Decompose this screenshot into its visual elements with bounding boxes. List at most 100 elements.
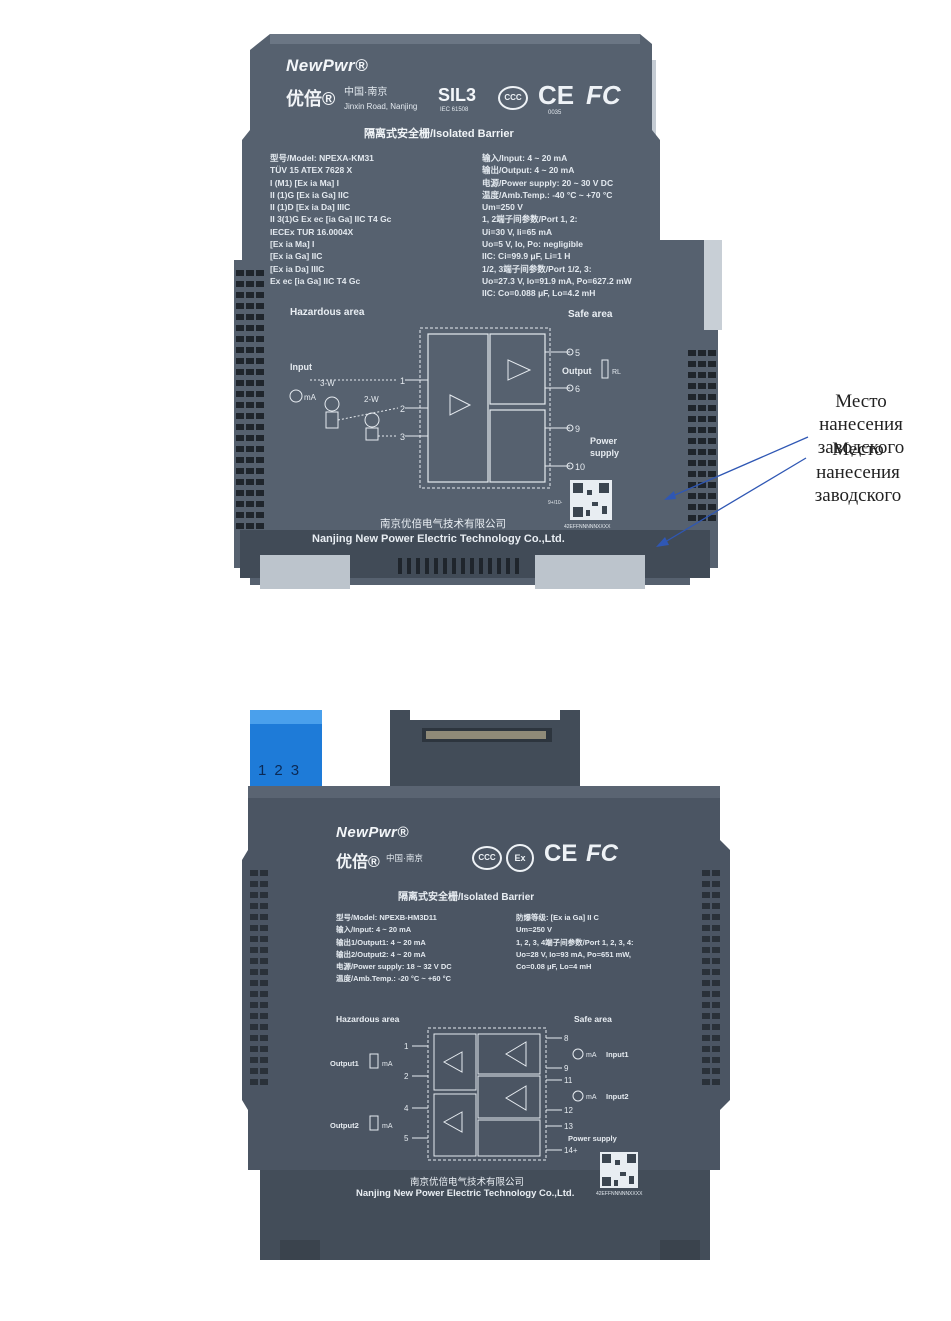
- vent-slot: [712, 1002, 720, 1008]
- vent-slot: [250, 881, 258, 887]
- annotation-arrow-1: [667, 436, 809, 499]
- bottom-spec-left-line: 输入/Input: 4 ~ 20 mA: [336, 925, 412, 935]
- bottom-spec-left-line: 电源/Power supply: 18 ~ 32 V DC: [336, 962, 452, 972]
- bottom-input2-label: Input2: [606, 1092, 629, 1101]
- vent-slot: [236, 457, 244, 463]
- vent-slot: [246, 358, 254, 364]
- vent-slot: [260, 1079, 268, 1085]
- vent-slot: [236, 325, 244, 331]
- vent-slot: [712, 1079, 720, 1085]
- vent-slot: [260, 881, 268, 887]
- bottom-spec-left-line: 输出2/Output2: 4 ~ 20 mA: [336, 949, 426, 959]
- vent-slot: [702, 892, 710, 898]
- top-ce-number: 0035: [548, 110, 562, 116]
- vent-slot: [246, 468, 254, 474]
- vent-slot: [250, 969, 258, 975]
- bottom-terminal-1: 1: [258, 762, 267, 779]
- top-vent-left: [236, 270, 264, 529]
- vent-slot: [712, 936, 720, 942]
- bottom-terminal-3: 3: [290, 762, 300, 779]
- vent-slot: [712, 1068, 720, 1074]
- vent-slot: [702, 1002, 710, 1008]
- bottom-input1-label: Input1: [606, 1050, 629, 1059]
- bottom-ma-label-2: mA: [382, 1123, 393, 1130]
- vent-slot: [246, 446, 254, 452]
- bottom-ma-label-1: mA: [382, 1061, 393, 1068]
- vent-slot: [708, 405, 716, 411]
- vent-slot: [688, 416, 696, 422]
- vent-slot: [250, 903, 258, 909]
- vent-slot: [260, 991, 268, 997]
- top-brand-logo: NewPwr®: [286, 56, 369, 75]
- bottom-spec-right-line: 防爆等级: [Ex ia Ga] II C: [516, 913, 599, 922]
- vent-slot: [260, 969, 268, 975]
- vent-slot: [712, 914, 720, 920]
- vent-slot: [236, 446, 244, 452]
- vent-slot: [712, 903, 720, 909]
- bottom-output1-label: Output1: [330, 1059, 359, 1068]
- vent-slot: [246, 325, 254, 331]
- top-spec-right-line: Uo=27.3 V, Io=91.9 mA, Po=627.2 mW: [482, 275, 632, 286]
- vent-slot: [688, 427, 696, 433]
- vent-slot: [708, 493, 716, 499]
- vent-slot: [246, 457, 254, 463]
- vent-slot: [702, 947, 710, 953]
- vent-slot: [236, 391, 244, 397]
- vent-slot: [688, 504, 696, 510]
- vent-slot: [260, 947, 268, 953]
- bottom-qr-code: [600, 1152, 638, 1188]
- vent-slot: [702, 903, 710, 909]
- vent-slot: [250, 958, 258, 964]
- vent-slot: [256, 292, 264, 298]
- vent-slot: [688, 372, 696, 378]
- vent-slot: [708, 460, 716, 466]
- vent-slot: [256, 358, 264, 364]
- vent-slot: [702, 1013, 710, 1019]
- vent-slot: [246, 391, 254, 397]
- top-spec-right-line: IIC: Ci=99.9 μF, Li=1 H: [482, 251, 571, 262]
- bottom-term-1: 1: [404, 1042, 409, 1051]
- vent-slot: [236, 380, 244, 386]
- bottom-housing-face: [242, 786, 730, 1260]
- spring-tooth: [407, 558, 411, 574]
- vent-slot: [260, 980, 268, 986]
- top-spec-left-line: II (1)D [Ex ia Da] IIIC: [270, 202, 351, 213]
- vent-slot: [698, 493, 706, 499]
- vent-slot: [236, 347, 244, 353]
- vent-slot: [236, 501, 244, 507]
- vent-slot: [256, 314, 264, 320]
- top-qr-text: 42EFFNNNNNXXXX: [564, 524, 611, 530]
- bottom-spec-left-line: 输出1/Output1: 4 ~ 20 mA: [336, 937, 426, 947]
- top-term-1: 1: [400, 376, 405, 386]
- vent-slot: [688, 515, 696, 521]
- vent-slot: [250, 991, 258, 997]
- vent-slot: [708, 350, 716, 356]
- top-location-cn: 中国·南京: [344, 87, 388, 98]
- bottom-term-14: 14+: [564, 1146, 578, 1155]
- vent-slot: [260, 936, 268, 942]
- vent-slot: [688, 350, 696, 356]
- vent-slot: [708, 471, 716, 477]
- bottom-device-housing: [242, 710, 730, 1260]
- vent-slot: [702, 991, 710, 997]
- vent-slot: [702, 914, 710, 920]
- bottom-term-9: 9: [564, 1064, 569, 1073]
- vent-slot: [236, 468, 244, 474]
- top-spec-left-line: II (1)G [Ex ia Ga] IIC: [270, 189, 349, 200]
- top-address: Jinxin Road, Nanjing: [344, 102, 418, 111]
- vent-slot: [236, 314, 244, 320]
- vent-slot: [702, 969, 710, 975]
- vent-slot: [260, 1013, 268, 1019]
- vent-slot: [712, 1057, 720, 1063]
- bottom-term-11: 11: [564, 1076, 573, 1085]
- vent-slot: [250, 936, 258, 942]
- top-spec-right-line: 输入/Input: 4 ~ 20 mA: [482, 153, 568, 163]
- vent-slot: [246, 424, 254, 430]
- vent-slot: [688, 471, 696, 477]
- vent-slot: [256, 501, 264, 507]
- vent-slot: [256, 479, 264, 485]
- vent-slot: [698, 350, 706, 356]
- vent-slot: [246, 281, 254, 287]
- top-spec-right-line: IIC: Co=0.088 μF, Lo=4.2 mH: [482, 288, 596, 299]
- bottom-power-supply-label: Power supply: [568, 1134, 618, 1143]
